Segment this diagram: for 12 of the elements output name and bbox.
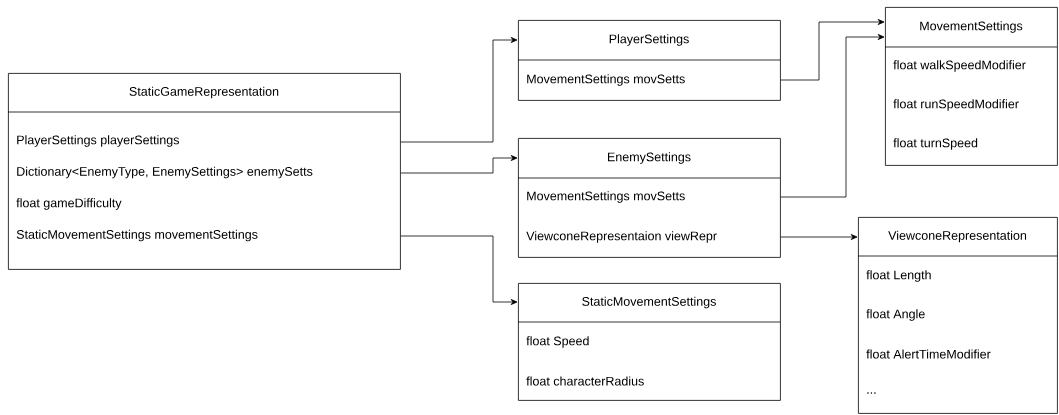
- arrow: [400, 155, 518, 174]
- class-box: EnemySettings MovementSettings movSetts ViewconeRepresentaion viewRepr: [517, 138, 781, 258]
- arrow: [780, 234, 858, 240]
- arrow: [400, 235, 518, 305]
- class-box: StaticMovementSettings float Speed float characterRadius: [517, 283, 781, 401]
- arrow: [400, 37, 518, 143]
- class-box: ViewconeRepresentation float Length float Angle float AlertTimeModifier ...: [857, 217, 1058, 414]
- arrow: [780, 19, 885, 81]
- arrow: [780, 34, 885, 198]
- class-box: PlayerSettings MovementSettings movSetts: [517, 20, 781, 101]
- class-box: StaticGameRepresentation PlayerSettings playerSettings Dictionary<EnemyType, EnemySettings> enemySetts float gameDifficulty StaticMovementSettings movementSettings: [7, 73, 401, 270]
- class-box: MovementSettings float walkSpeedModifier float runSpeedModifier float turnSpeed: [884, 7, 1058, 166]
